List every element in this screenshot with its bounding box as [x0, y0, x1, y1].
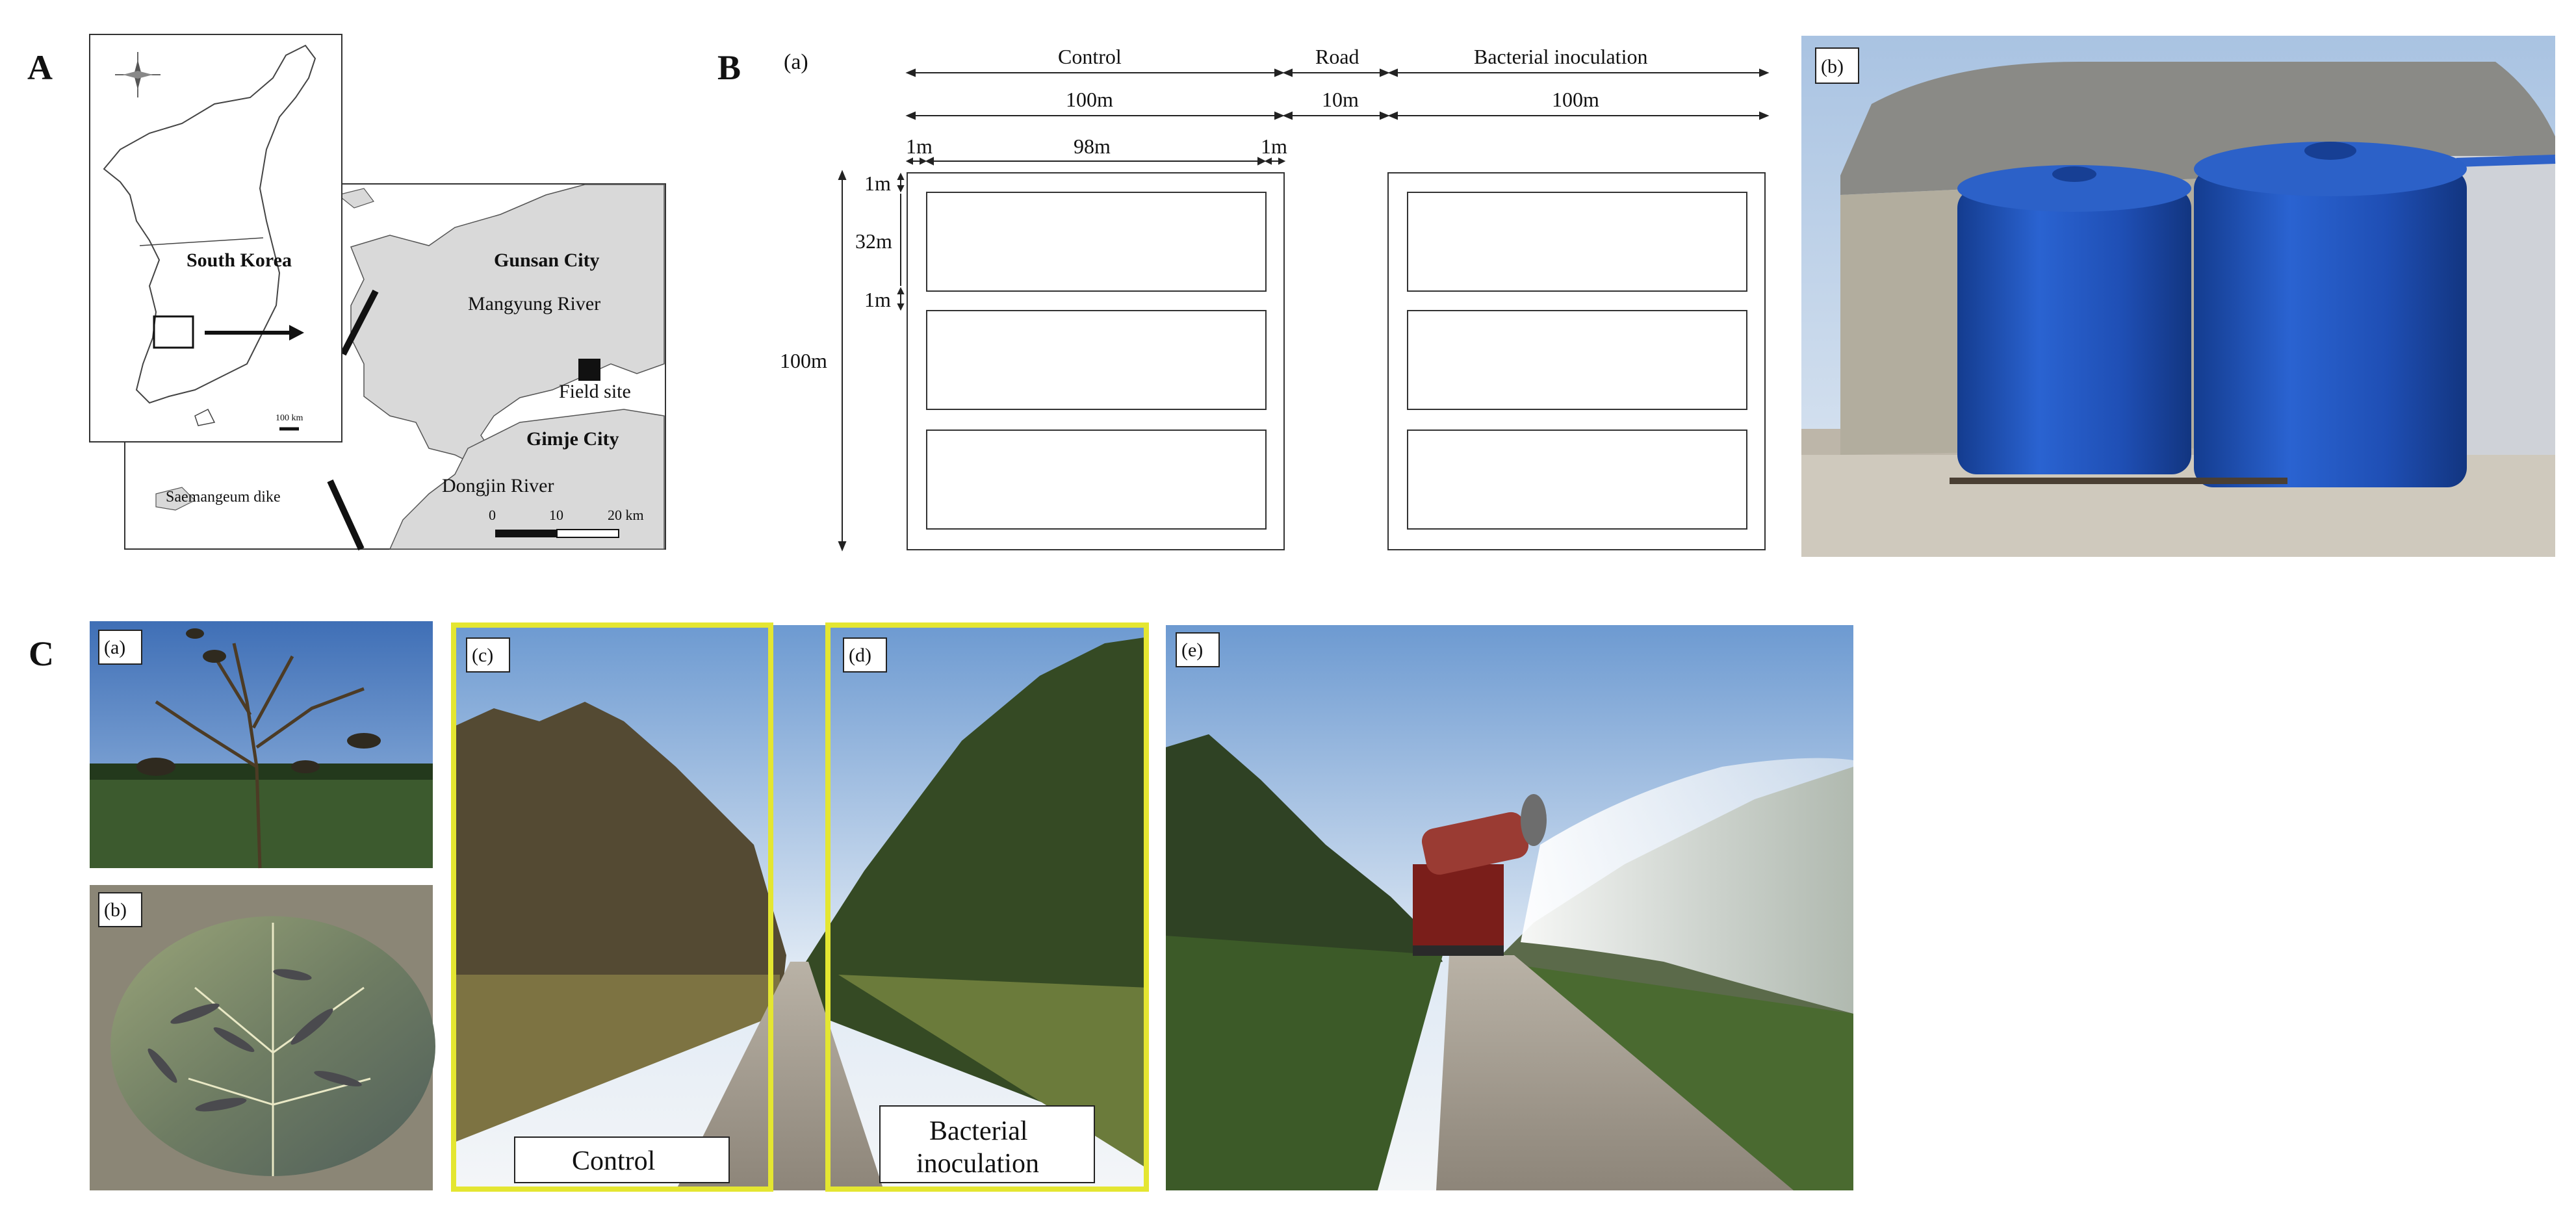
water-tank-left: [1957, 165, 2191, 474]
sub-label-c-e: (e): [1181, 639, 1203, 661]
gimje-label: Gimje City: [526, 428, 619, 450]
control-highlight-frame: [451, 622, 773, 1192]
gunsan-label: Gunsan City: [494, 250, 600, 271]
control-block: [907, 172, 1285, 550]
mangyung-label: Mangyung River: [468, 293, 600, 314]
control-plot-1: [926, 192, 1267, 292]
bacterial-caption-line2: inoculation: [916, 1149, 1039, 1179]
scale-10: 10: [549, 507, 563, 523]
dongjin-label: Dongjin River: [442, 475, 554, 496]
bacterial-highlight-frame: [825, 622, 1149, 1192]
korea-inset-map: South Korea 100 km: [89, 34, 342, 443]
inner-width: 98m: [1074, 135, 1111, 158]
header-road: Road: [1315, 45, 1359, 68]
zoom-connector-bottom: [327, 479, 365, 551]
sub-label-c-b: (b): [104, 899, 127, 921]
sub-label-b-a: (a): [784, 50, 808, 74]
field-site-marker: [578, 359, 600, 381]
scale-20: 20 km: [608, 507, 644, 523]
control-plot-3: [926, 430, 1267, 530]
photo-damaged-shoot: (a): [90, 621, 433, 869]
header-bacterial: Bacterial inoculation: [1474, 45, 1647, 68]
spray-truck: [1413, 794, 1547, 956]
photo-water-tanks: (b): [1801, 36, 2556, 557]
margin-left: 1m: [906, 135, 933, 158]
control-caption: Control: [572, 1146, 655, 1176]
plot-height: 32m: [855, 229, 892, 253]
panel-letter-b: B: [717, 48, 741, 87]
bacterial-plot-3: [1407, 430, 1747, 530]
top-margin: 1m: [864, 172, 891, 195]
zoom-connector-top: [340, 289, 379, 356]
study-area-box: [153, 315, 194, 349]
bacterial-caption-line1: Bacterial: [929, 1116, 1028, 1146]
detail-map: 0 10 20 km Gunsan City Mangyung River Fi…: [124, 183, 666, 550]
margin-right: 1m: [1261, 135, 1287, 158]
sub-label-c-c: (c): [472, 645, 493, 666]
width-control: 100m: [1066, 88, 1113, 111]
scale-0: 0: [489, 507, 496, 523]
plot-layout-diagram: Control Road Bacterial inoculation 100m …: [780, 45, 1770, 552]
sub-label-c-a: (a): [104, 637, 125, 658]
control-plot-2: [926, 310, 1267, 410]
sub-label-c-d: (d): [849, 645, 871, 666]
bacterial-plot-1: [1407, 192, 1747, 292]
sub-label-b-b: (b): [1821, 56, 1844, 77]
panel-letter-c: C: [29, 634, 54, 673]
field-site-label: Field site: [559, 381, 631, 402]
photo-spray-truck: (e): [1166, 625, 1853, 1190]
water-tank-right: [2194, 142, 2467, 487]
total-height: 100m: [780, 349, 827, 372]
bacterial-plot-2: [1407, 310, 1747, 410]
saemangeum-label: Saemangeum dike: [166, 489, 281, 506]
width-bacterial: 100m: [1552, 88, 1599, 111]
panel-letter-a: A: [27, 48, 53, 87]
inset-scale-label: 100 km: [276, 413, 303, 423]
width-road: 10m: [1322, 88, 1359, 111]
gap-height: 1m: [864, 288, 891, 311]
photo-road-plots: (c) (d) Control Bacterial inoculation: [451, 622, 1149, 1192]
photo-leaf-larvae: (b): [90, 885, 435, 1190]
north-arrow-icon: [115, 52, 161, 97]
bacterial-block: [1387, 172, 1766, 550]
header-control: Control: [1058, 45, 1122, 68]
country-label: South Korea: [187, 250, 292, 271]
